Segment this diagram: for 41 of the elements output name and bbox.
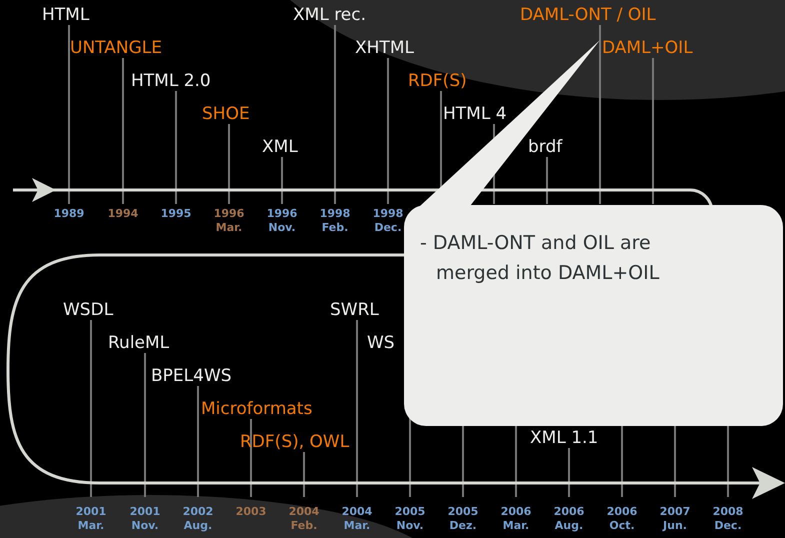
event-label: XHTML [355,38,414,58]
date-label: 2003 [234,505,268,519]
date-label: 2005 Dez. [446,505,480,533]
date-label: 1995 [160,207,192,221]
event-label: RDF(S), OWL [240,432,350,452]
event-label: DAML-ONT / OIL [520,5,656,25]
date-label: 1996 Mar. [212,207,246,235]
event-label: DAML+OIL [602,38,693,58]
event-label: WSDL [63,300,114,320]
event-label: Microformats [201,399,312,419]
event-label: WS [367,333,395,353]
event-label: XML [262,137,298,157]
event-label: RuleML [108,333,170,353]
date-label: 2006 Mar. [500,505,532,533]
event-label: XML 1.1 [530,428,598,448]
date-label: 2006 Oct. [606,505,638,533]
date-label: 2008 Dec. [712,505,744,533]
event-label: BPEL4WS [151,366,232,386]
event-label: XML rec. [293,5,366,25]
date-label: 2004 Feb. [288,505,320,533]
event-label: RDF(S) [408,71,467,91]
date-label: 2006 Aug. [552,505,586,533]
event-label: brdf [528,137,562,157]
event-label: HTML [42,5,90,25]
event-label: SWRL [330,300,379,320]
date-label: 2004 Mar. [340,505,374,533]
date-label: 1998 Dec. [372,207,404,235]
date-label: 2001 Nov. [128,505,162,533]
date-label: 1998 Feb. [318,207,352,235]
date-label: 1996 Nov. [266,207,298,235]
date-label: 2005 Nov. [394,505,426,533]
event-label: HTML 4 [443,104,507,124]
date-label: 2001 Mar. [74,505,108,533]
date-label: 1989 [52,207,86,221]
date-label: 2002 Aug. [182,505,214,533]
date-label: 1994 [106,207,140,221]
callout-text: - DAML-ONT and OIL are merged into DAML+OIL [420,231,660,286]
event-label: UNTANGLE [70,38,162,58]
date-label: 2007 Jun. [658,505,692,533]
event-label: SHOE [202,104,250,124]
event-label: HTML 2.0 [131,71,211,91]
